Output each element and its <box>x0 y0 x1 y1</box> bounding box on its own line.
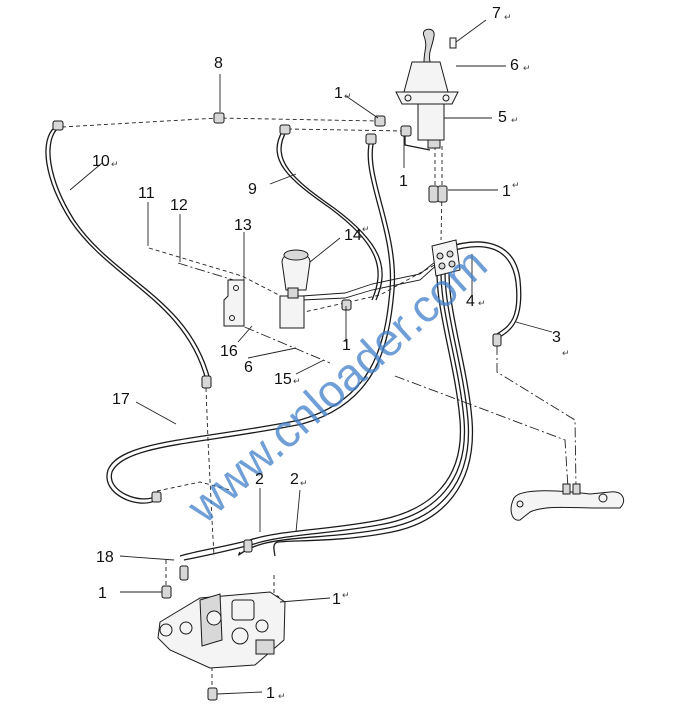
callout-13: 13 <box>234 217 252 234</box>
callout-1-top: 1 <box>334 85 343 102</box>
callout-7: 7 <box>492 5 501 22</box>
callout-11: 11 <box>138 185 155 202</box>
callout-15: 15 <box>274 371 292 388</box>
callout-10: 10 <box>92 153 110 170</box>
para-mark: ↵ <box>111 159 119 169</box>
callout-5: 5 <box>498 109 507 126</box>
para-mark: ↵ <box>523 63 531 73</box>
watermark-text: www.cnloader.com <box>176 237 497 533</box>
callout-labels: 7 ↵ 6 ↵ 8 1 ↵ 5 ↵ 10 ↵ 9 1 1 ↵ 11 12 13 … <box>92 5 570 702</box>
para-mark: ↵ <box>342 590 350 600</box>
callout-1-lower-right: 1 <box>332 591 341 608</box>
brake-valve-flange <box>510 483 625 521</box>
callout-12: 12 <box>170 197 188 214</box>
callout-4: 4 <box>466 293 475 310</box>
accumulator-bracket-assembly <box>223 249 311 329</box>
para-mark: ↵ <box>562 348 570 358</box>
hoses <box>45 125 522 561</box>
callout-1-center: 1 <box>342 337 351 354</box>
para-mark: ↵ <box>512 180 520 190</box>
callout-8: 8 <box>214 55 223 72</box>
callout-3: 3 <box>552 329 561 346</box>
para-mark: ↵ <box>300 478 308 488</box>
callout-18: 18 <box>96 549 114 566</box>
callout-1-mid: 1 <box>399 173 408 190</box>
para-mark: ↵ <box>362 224 370 234</box>
callout-1-bottom: 1 <box>266 685 275 702</box>
callout-2-right: 2 <box>290 471 299 488</box>
callout-2-left: 2 <box>255 471 264 488</box>
para-mark: ↵ <box>293 376 301 386</box>
pilot-joystick-valve <box>395 28 459 149</box>
para-mark: ↵ <box>504 12 512 22</box>
para-mark: ↵ <box>344 91 352 101</box>
callout-1-lower-left: 1 <box>98 585 107 602</box>
callout-1-right: 1 <box>502 183 511 200</box>
callout-9: 9 <box>248 181 257 198</box>
leader-lines <box>69 19 553 695</box>
para-mark: ↵ <box>478 298 486 308</box>
callout-17: 17 <box>112 391 130 408</box>
callout-16: 16 <box>220 343 238 360</box>
multiway-control-valve <box>157 591 286 669</box>
callout-6-mid: 6 <box>244 359 253 376</box>
callout-14: 14 <box>344 227 362 244</box>
hose-fittings <box>52 112 502 701</box>
para-mark: ↵ <box>278 691 286 701</box>
connection-lines <box>61 117 577 690</box>
callout-6-top: 6 <box>510 57 519 74</box>
distribution-block <box>431 239 461 277</box>
para-mark: ↵ <box>511 115 519 125</box>
